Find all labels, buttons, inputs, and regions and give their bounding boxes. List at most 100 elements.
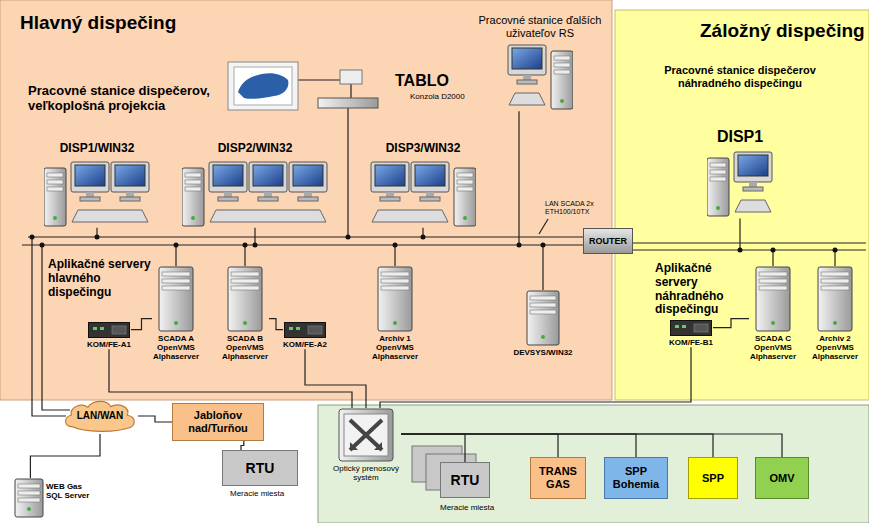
- diagram-label: TABLO: [395, 72, 449, 90]
- device-caption: DISP2/WIN32: [218, 142, 293, 156]
- partner-box: OMV: [755, 457, 809, 499]
- devsys-server: DEVSYS/WIN32: [513, 290, 572, 357]
- connector-line: [131, 319, 152, 330]
- bus-drop-line: [175, 245, 176, 266]
- application-server: SCADA C OpenVMS Alphaserver: [749, 266, 797, 362]
- device-caption: DISP1/WIN32: [60, 142, 135, 156]
- bus-dot: [738, 248, 743, 253]
- partner-box: TRANS GAS: [530, 457, 586, 499]
- device-icon: [526, 290, 560, 346]
- diagram-label: Meracie miesta: [440, 503, 494, 512]
- device-icon: [284, 322, 326, 338]
- device-caption: DISP1: [717, 128, 763, 146]
- field-region-fill: [318, 405, 869, 523]
- device-caption: DEVSYS/WIN32: [513, 348, 572, 357]
- router-box: ROUTER: [583, 228, 633, 254]
- console-hub: [318, 98, 378, 108]
- device-caption: DISP3/WIN32: [386, 142, 461, 156]
- box-label: ROUTER: [589, 236, 627, 246]
- box-label: Jabloňov nad/Turňou: [176, 409, 260, 434]
- rtu-box: RTU: [440, 462, 490, 498]
- device-icon: [707, 148, 773, 218]
- partner-box: SPP: [688, 457, 738, 499]
- diagram-label: Pracovné stanice dispečerov, veľkoplošná…: [28, 84, 238, 114]
- bus-drop-line: [739, 218, 740, 250]
- dispatcher-workstation: DISP3/WIN32: [370, 142, 476, 228]
- dispatcher-workstation: DISP1/WIN32: [44, 142, 150, 228]
- device-caption: KOM/FE-A2: [283, 340, 327, 349]
- bus-dot: [541, 243, 546, 248]
- partner-box: SPP Bohemia: [604, 457, 668, 499]
- device-icon: [507, 41, 573, 111]
- main-dispatch-region: Hlavný dispečingDISP1/WIN32 DISP2/WIN32 DI…: [0, 0, 612, 400]
- device-icon: [338, 408, 394, 462]
- device-icon: [88, 322, 130, 338]
- connector-line: [713, 319, 749, 328]
- box-label: OMV: [769, 472, 794, 485]
- bus-dot: [393, 243, 398, 248]
- dispatcher-workstation: DISP1: [707, 128, 773, 218]
- diagram-label: Konzola D2000: [410, 92, 465, 101]
- connector-line: [269, 319, 283, 330]
- bus-dot: [771, 248, 776, 253]
- archive-server: Archiv 2 OpenVMS Alphaserver: [811, 266, 859, 362]
- connector-line: [138, 416, 172, 422]
- comm-frontend: KOM/FE-A2: [283, 322, 327, 349]
- diagram-label: Meracie miesta: [230, 489, 284, 498]
- box-label: RTU: [246, 460, 275, 476]
- diagram-label: Aplikačné servery hlavného dispečingu: [48, 258, 156, 299]
- connector-line: [241, 441, 244, 450]
- bus-drop-line: [518, 111, 519, 245]
- connector-line: [401, 434, 636, 457]
- device-icon: [14, 478, 44, 518]
- connector-line: [401, 434, 713, 457]
- device-caption: WEB Gas SQL Server: [46, 482, 96, 500]
- connector-line: [380, 347, 691, 408]
- device-caption: SCADA A OpenVMS Alphaserver: [152, 334, 200, 362]
- device-caption: Pracovné stanice ďalších uživateľov RS: [470, 14, 610, 39]
- region-title: Záložný dispečing: [700, 20, 865, 42]
- device-icon: [182, 158, 328, 228]
- device-caption: Optický prenosový systém: [331, 464, 401, 482]
- device-icon: [670, 320, 712, 336]
- connector-line: [305, 349, 366, 408]
- bus-dot: [421, 235, 426, 240]
- lan-bus: [22, 80, 866, 416]
- device-caption: Archiv 1 OpenVMS Alphaserver: [371, 334, 419, 362]
- site-box: Jabloňov nad/Turňou: [172, 403, 264, 441]
- device-caption: KOM/FE-A1: [87, 340, 131, 349]
- device-caption: Archiv 2 OpenVMS Alphaserver: [811, 334, 859, 362]
- bus-dot: [95, 235, 100, 240]
- comm-frontend: KOM/FE-A1: [87, 322, 131, 349]
- diagram-label: LAN SCADA 2x ETH100/10TX: [545, 200, 607, 216]
- comm-frontend: KOM/FE-B1: [669, 320, 713, 347]
- region-title: Hlavný dispečing: [20, 12, 176, 34]
- device-caption: KOM/FE-B1: [669, 338, 713, 347]
- device-icon: [817, 266, 853, 332]
- diagram-label: Aplikačné servery náhradného dispečingu: [655, 262, 755, 317]
- application-server: SCADA B OpenVMS Alphaserver: [221, 266, 269, 362]
- main-region-fill: [0, 0, 612, 400]
- diagram-label: Pracovné stanice dispečerov náhradného d…: [635, 64, 845, 89]
- optical-switch: Optický prenosový systém: [331, 408, 401, 482]
- device-icon: [227, 266, 263, 332]
- bus-drop-line: [394, 245, 395, 266]
- bus-drop-line: [254, 228, 255, 245]
- bus-dot: [517, 243, 522, 248]
- bus-dot: [243, 243, 248, 248]
- projector-icon: [340, 70, 362, 84]
- box-label: SPP: [702, 472, 724, 485]
- device-icon: [44, 158, 150, 228]
- connector-line: [401, 434, 558, 457]
- device-icon: [377, 266, 413, 332]
- connector-line: [30, 434, 100, 478]
- rtu-box: RTU: [222, 450, 298, 486]
- device-caption: SCADA B OpenVMS Alphaserver: [221, 334, 269, 362]
- sql-server: WEB Gas SQL Server: [14, 478, 96, 518]
- backup-region-fill: [615, 10, 869, 400]
- box-label: LAN/WAN: [77, 410, 124, 422]
- box-label: TRANS GAS: [534, 465, 582, 490]
- archive-server: Archiv 1 OpenVMS Alphaserver: [371, 266, 419, 362]
- bus-drop-line: [542, 245, 543, 290]
